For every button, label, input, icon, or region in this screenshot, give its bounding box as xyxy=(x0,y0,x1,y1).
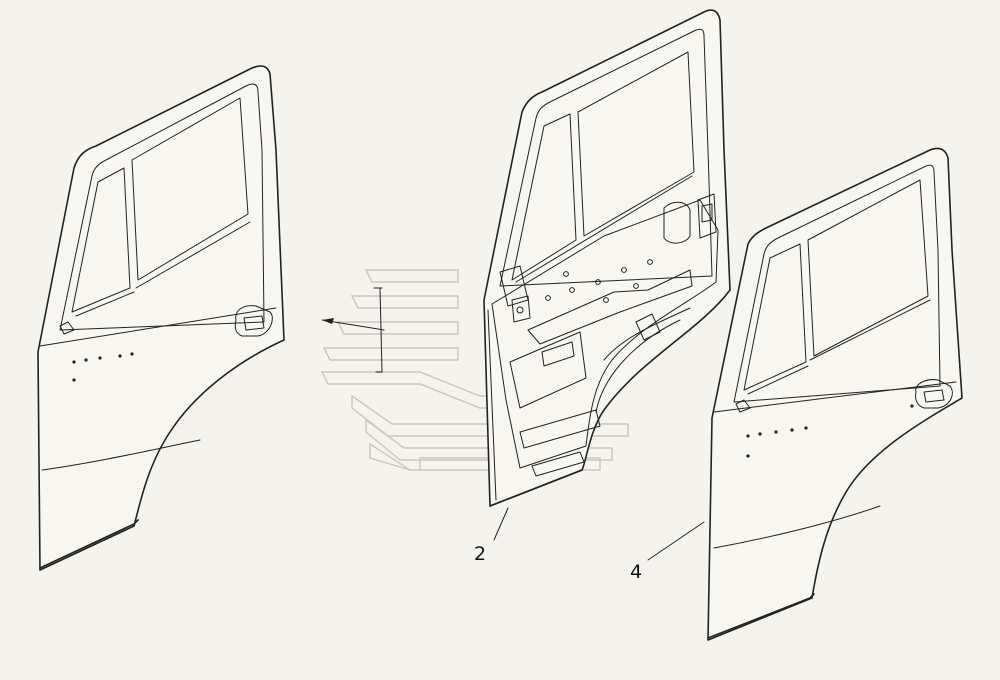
callout-4: 4 xyxy=(630,521,705,583)
callout-label-2: 2 xyxy=(474,543,486,565)
left-door-handle xyxy=(234,305,273,337)
middle-window-frame xyxy=(499,28,713,287)
left-door xyxy=(37,65,285,571)
callout-label-4: 4 xyxy=(630,561,642,583)
middle-door xyxy=(483,9,731,507)
left-window-glass-main xyxy=(131,97,249,281)
middle-door-latch xyxy=(499,265,531,323)
right-door-handle xyxy=(915,379,953,409)
right-window-frame xyxy=(733,164,941,403)
right-door-holes xyxy=(746,404,914,458)
middle-door-fasteners xyxy=(545,259,653,303)
middle-door-outline xyxy=(483,9,731,507)
right-door xyxy=(707,147,963,641)
middle-inner-panel xyxy=(491,199,719,469)
callout-2: 2 xyxy=(474,507,509,565)
left-window-glass-front xyxy=(71,167,131,313)
left-door-outline xyxy=(37,65,285,571)
pointer-arrow xyxy=(321,287,385,373)
left-window-frame xyxy=(59,83,265,331)
left-door-holes xyxy=(72,352,134,382)
middle-door-hinges xyxy=(663,193,717,244)
